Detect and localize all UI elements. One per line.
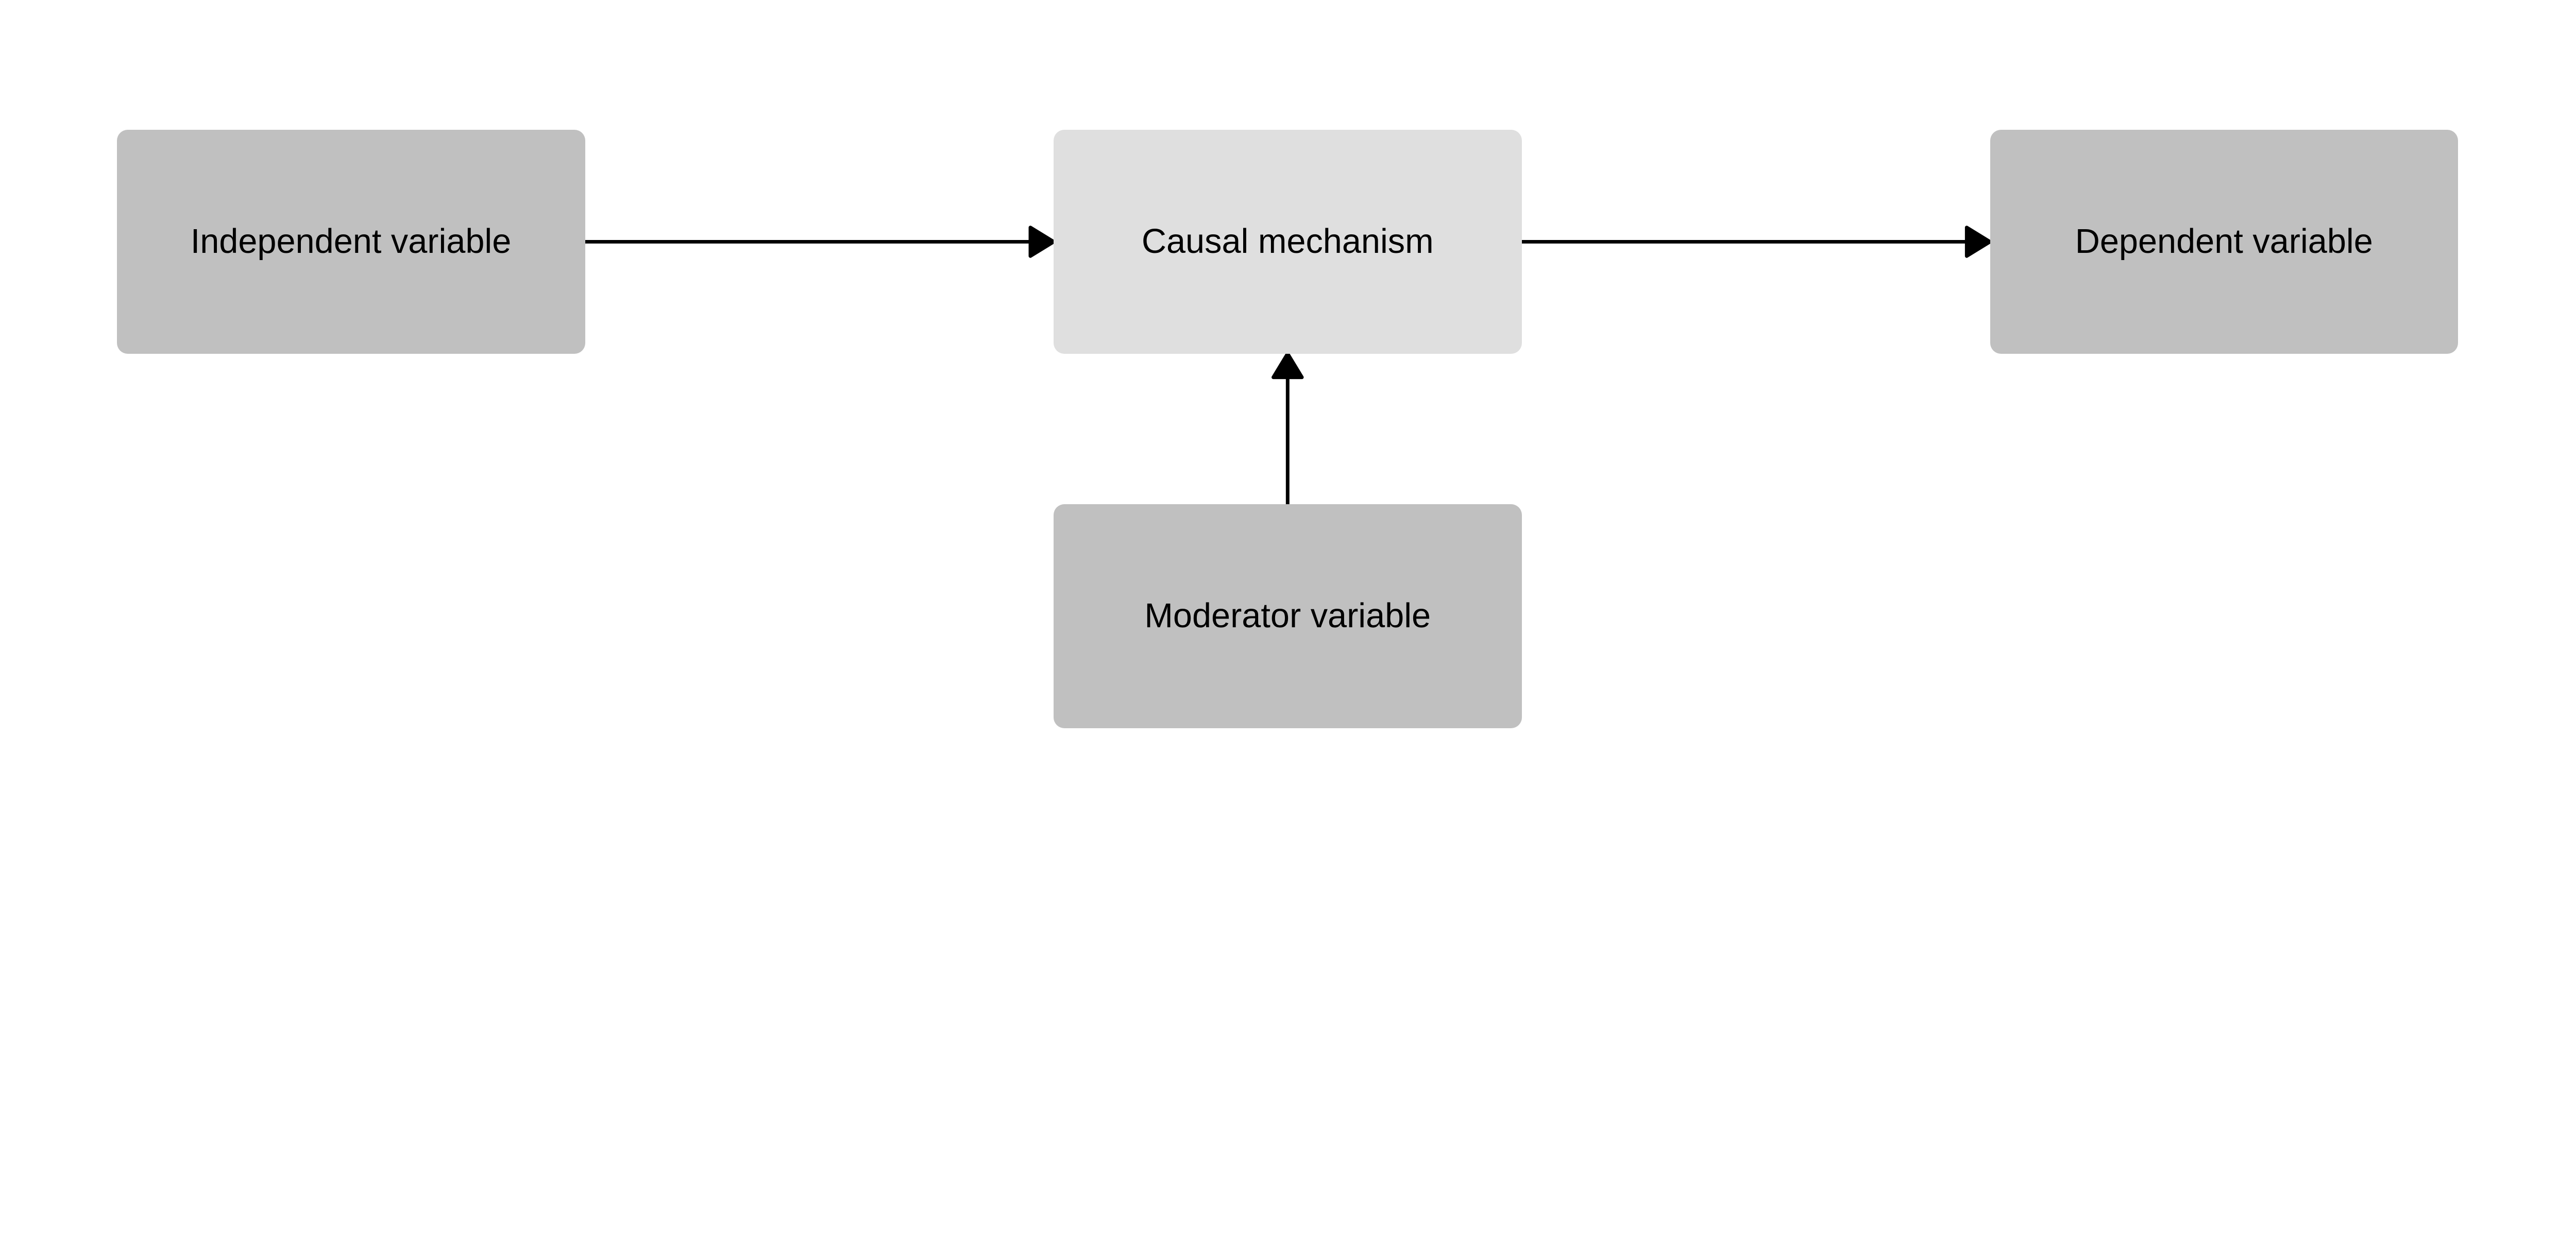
node-label: Dependent variable [2075,222,2373,261]
arrowhead-icon [1028,226,1056,258]
node-label: Independent variable [190,222,512,261]
node-label: Causal mechanism [1141,222,1434,261]
node-moderator-variable: Moderator variable [1054,504,1522,728]
diagram-canvas: Independent variable Causal mechanism De… [116,129,2458,728]
edges-layer [585,226,1992,505]
node-independent-variable: Independent variable [116,129,585,354]
node-causal-mechanism: Causal mechanism [1054,129,1522,354]
node-label: Moderator variable [1144,597,1431,636]
node-dependent-variable: Dependent variable [1990,129,2458,354]
arrowhead-icon [1272,352,1304,380]
arrowhead-icon [1964,226,1992,258]
